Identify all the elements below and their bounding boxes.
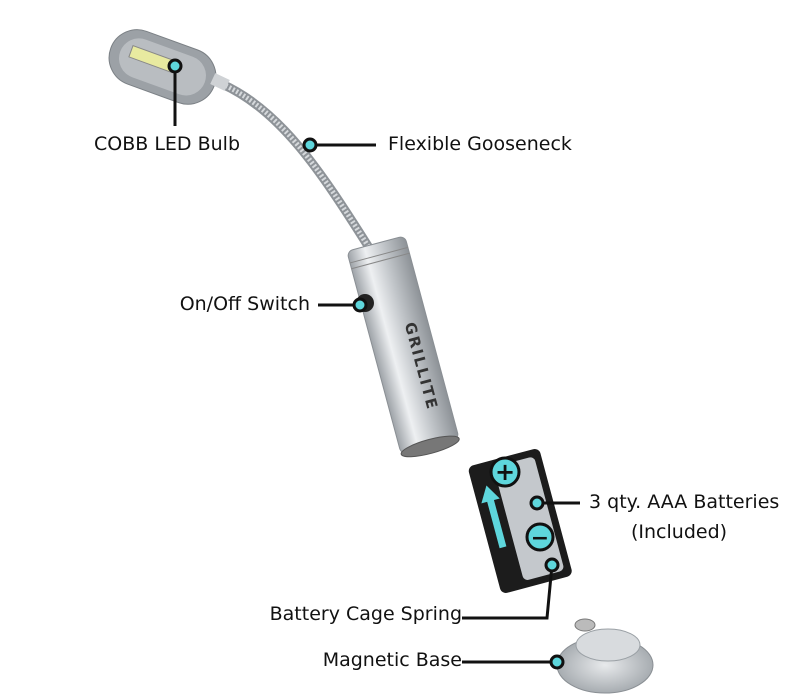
minus-terminal-marker: − — [525, 522, 555, 552]
svg-text:−: − — [531, 526, 549, 551]
bulb-callout-dot — [167, 58, 183, 74]
label-flexible-gooseneck: Flexible Gooseneck — [388, 133, 572, 155]
label-on-off-switch: On/Off Switch — [179, 293, 310, 315]
magnetic-base — [556, 618, 654, 694]
handle-tube: GRILLITE — [347, 236, 460, 458]
switch-callout-dot — [352, 297, 368, 313]
base-callout-dot — [549, 654, 565, 670]
label-batteries: 3 qty. AAA Batteries — [589, 491, 780, 513]
spring-callout-dot — [544, 557, 560, 573]
svg-text:+: + — [495, 458, 515, 486]
led-bulb-head — [108, 29, 217, 105]
label-batteries-included: (Included) — [631, 521, 728, 543]
gooseneck-callout-dot — [302, 137, 318, 153]
gooseneck — [217, 79, 373, 251]
label-battery-cage-spring: Battery Cage Spring — [269, 603, 462, 625]
label-cobb-led-bulb: COBB LED Bulb — [94, 133, 241, 155]
plus-terminal-marker: + — [489, 456, 521, 488]
label-magnetic-base: Magnetic Base — [322, 649, 462, 671]
batteries-callout-dot — [529, 495, 545, 511]
